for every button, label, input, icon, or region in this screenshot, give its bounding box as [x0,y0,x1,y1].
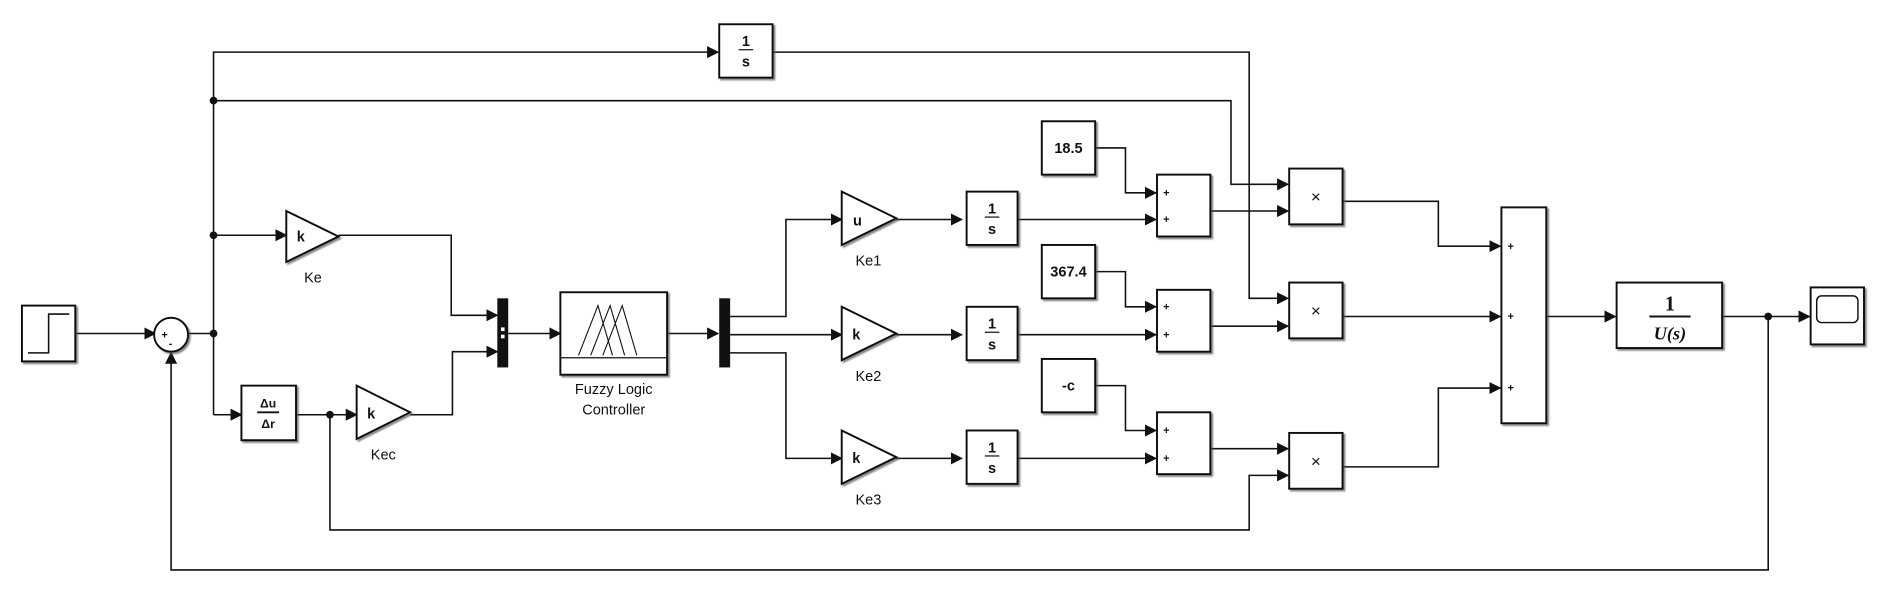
sum-total[interactable]: + + + [1500,206,1548,425]
sum-2[interactable]: + + [1156,288,1212,353]
block-text: U(s) [1654,324,1686,345]
block-text: s [988,461,996,477]
integrator-top[interactable]: 1 s [718,23,774,79]
product-2[interactable]: × [1288,281,1344,340]
block-text: 1 [988,317,996,333]
block-text: × [1311,452,1321,471]
block-text: Δr [261,417,275,431]
constant-1[interactable]: 18.5 [1040,120,1097,176]
block-text: + [1507,383,1513,395]
block-text: + [1507,311,1513,323]
block-text: -c [1062,378,1075,394]
derivative-block[interactable]: Δu Δr [240,384,297,442]
scope-screen-icon [1815,295,1859,324]
block-text: k [367,406,376,422]
integrator-3[interactable]: 1 s [965,429,1019,485]
kec-label: Kec [371,448,396,464]
mux-block[interactable] [497,298,509,368]
gain-ke2[interactable]: k [840,305,899,362]
block-text: k [297,229,306,245]
block-text: + [1163,187,1169,199]
block-text: 1 [742,34,750,50]
block-text: s [988,337,996,353]
integrator-1[interactable]: 1 s [965,190,1019,246]
block-text: + [1163,425,1169,437]
ke1-label: Ke1 [855,254,881,270]
block-text: + [1163,329,1169,341]
block-text: s [988,222,996,238]
product-3[interactable]: × [1288,431,1344,490]
membership-functions-icon [578,303,638,356]
block-text: + [1163,214,1169,226]
block-text: + [161,329,167,341]
block-text: 1 [1665,293,1675,315]
step-block[interactable] [20,304,77,363]
scope-block[interactable] [1809,286,1865,346]
fuzzy-label-line1: Fuzzy Logic [575,382,653,398]
block-text: 1 [988,201,996,217]
block-text: u [853,214,862,230]
block-text: + [1163,301,1169,313]
product-1[interactable]: × [1288,167,1344,226]
gain-ke3[interactable]: k [840,428,899,486]
block-text: Δu [260,396,276,410]
error-sum-block[interactable]: + - [153,316,190,353]
block-text: - [169,338,173,350]
ke-label: Ke [304,271,322,287]
signal-lines [75,46,1811,571]
gain-ke1[interactable]: u [840,190,899,247]
integrator-2[interactable]: 1 s [965,305,1019,362]
block-text: 18.5 [1054,141,1082,157]
step-icon [28,313,70,354]
block-text: × [1311,188,1321,207]
gain-ke[interactable]: k [285,209,341,264]
block-text: 367.4 [1050,264,1087,280]
constant-2[interactable]: 367.4 [1040,243,1097,300]
block-text: + [1507,241,1513,253]
fuzzy-label-line2: Controller [582,403,645,419]
block-text: k [852,328,861,344]
sum-3[interactable]: + + [1156,411,1212,476]
sum-1[interactable]: + + [1156,173,1212,238]
demux-block[interactable] [719,298,731,368]
block-text: k [852,451,861,467]
constant-3[interactable]: -c [1040,357,1097,414]
block-text: + [1163,453,1169,465]
ke3-label: Ke3 [855,492,881,508]
transfer-function-block[interactable]: 1 U(s) [1615,281,1724,350]
gain-kec[interactable]: k [355,384,413,441]
block-text: s [742,55,750,71]
fuzzy-logic-controller[interactable] [559,291,669,376]
block-text: 1 [988,440,996,456]
ke2-label: Ke2 [855,369,881,385]
block-text: × [1311,302,1321,321]
